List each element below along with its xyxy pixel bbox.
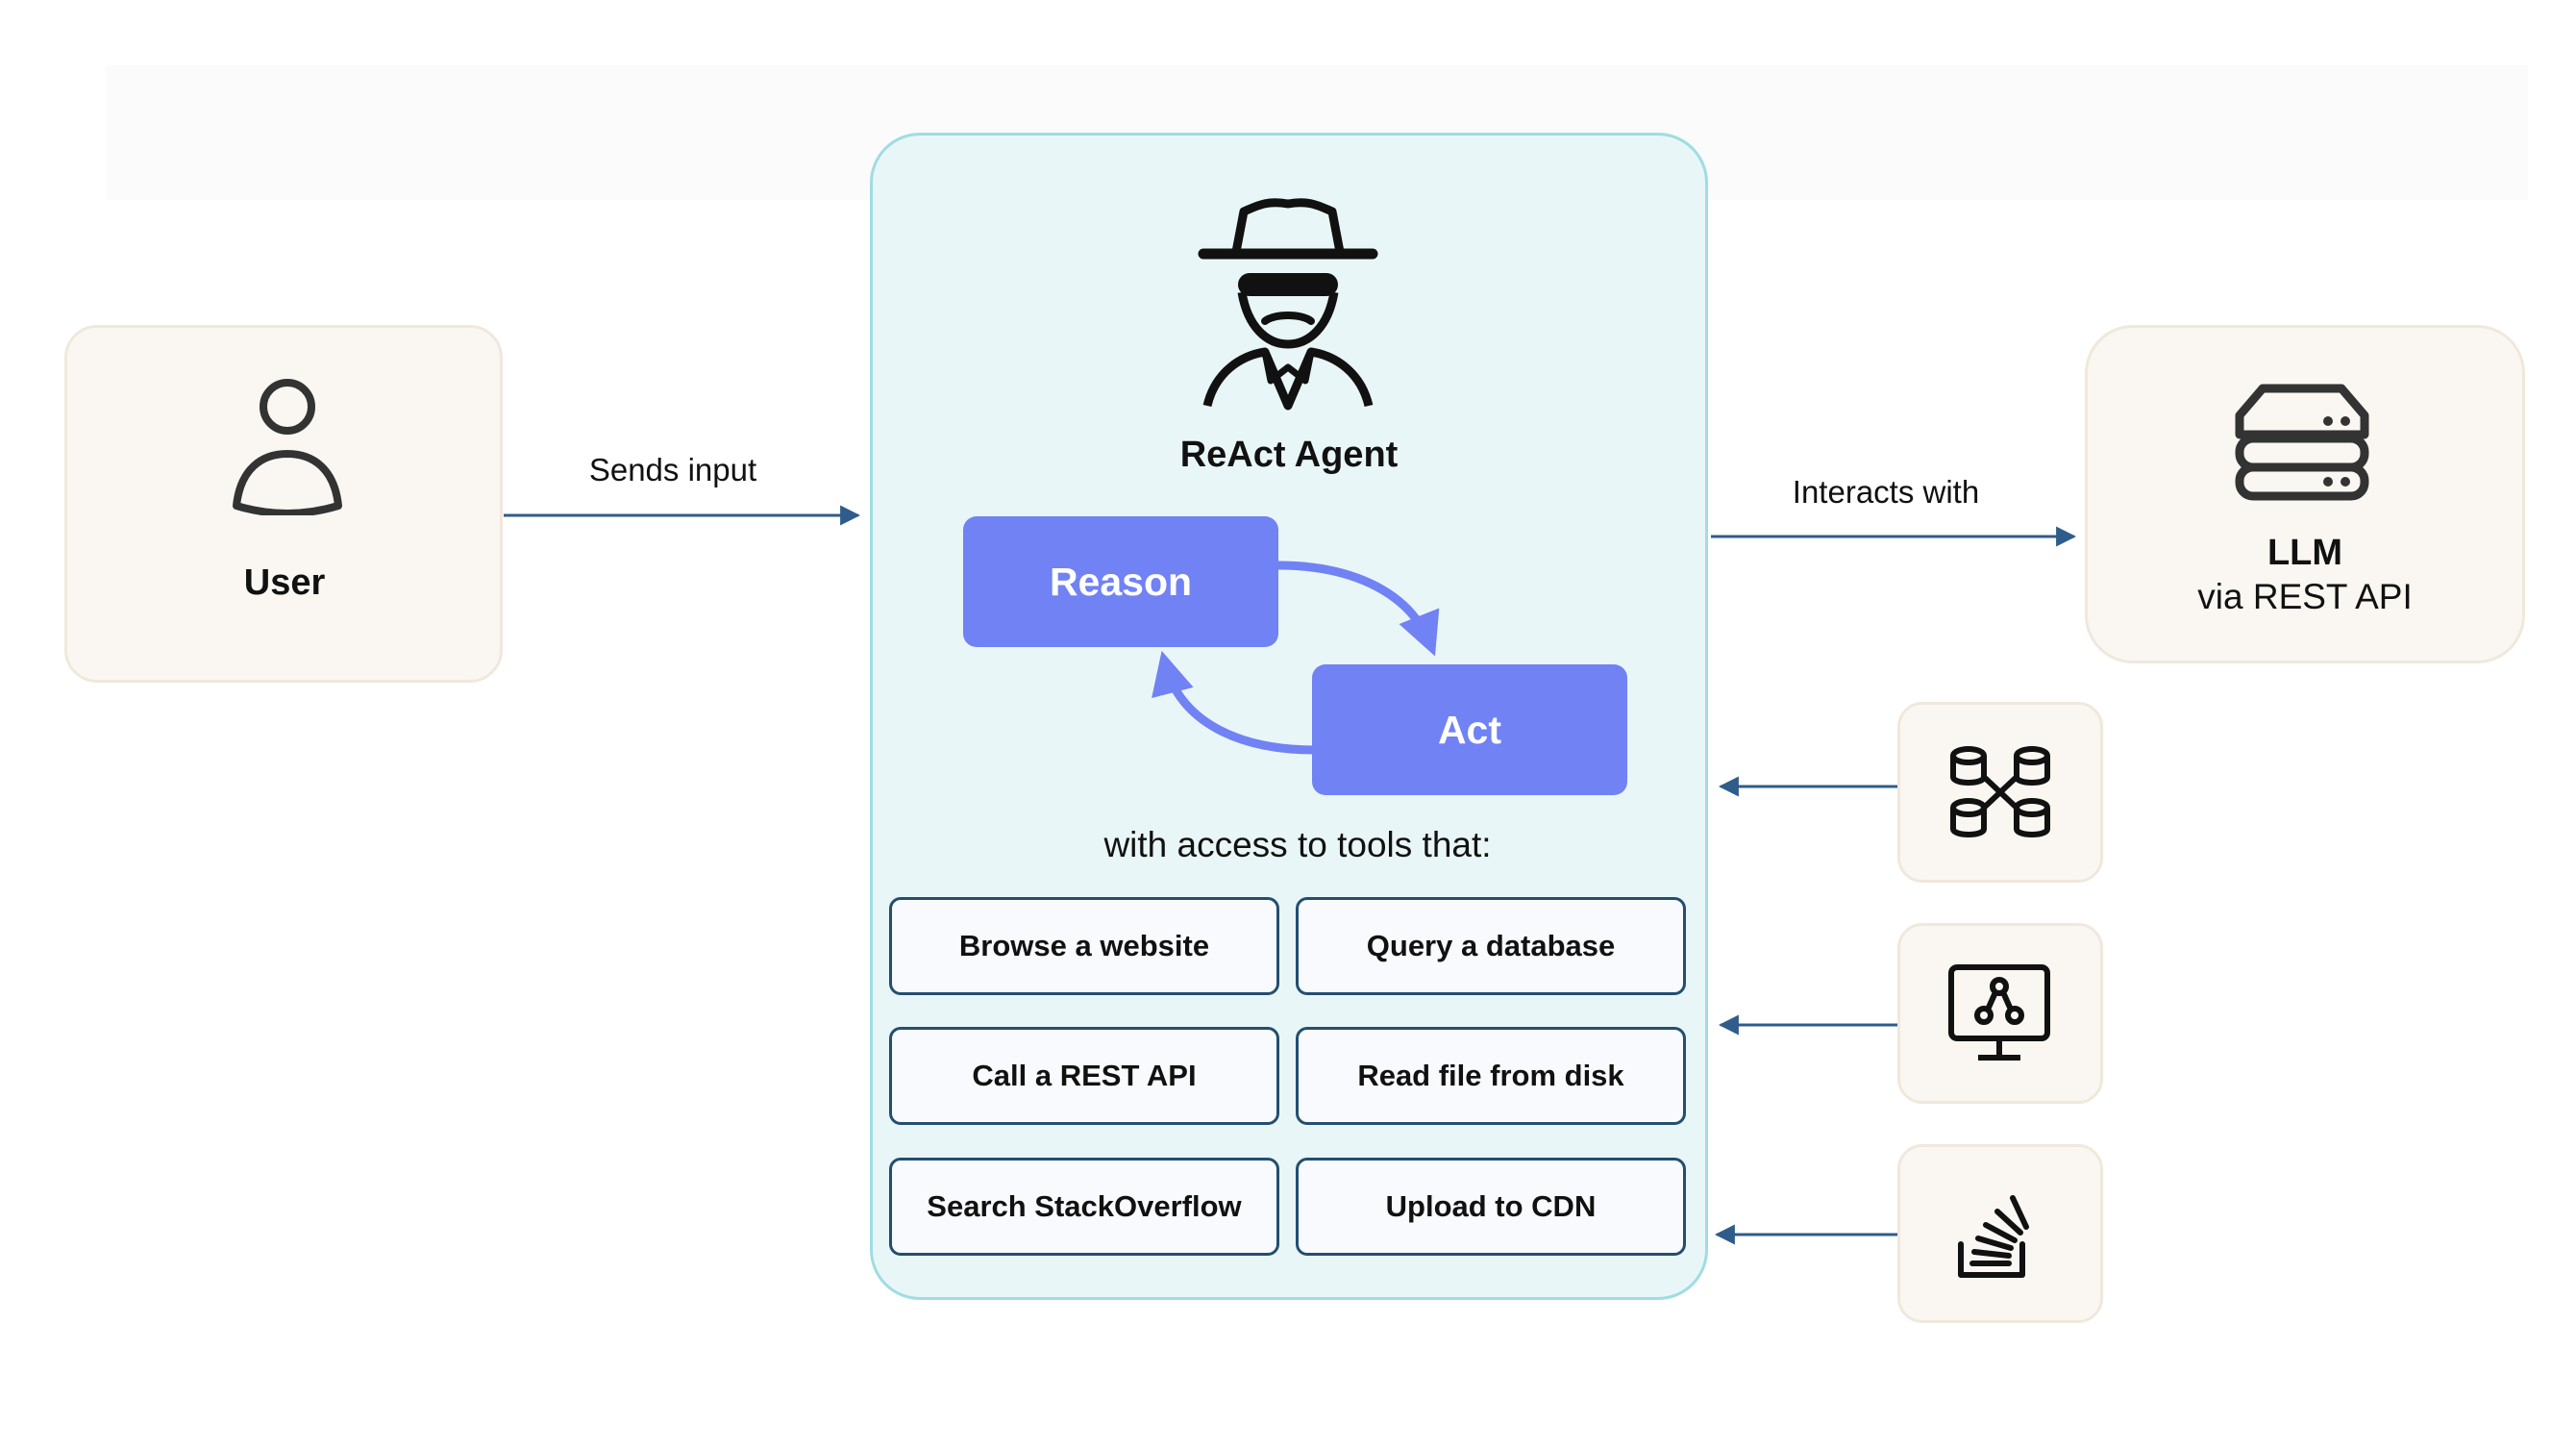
monitor-tool-card: [1897, 923, 2103, 1104]
tool-label: Query a database: [1366, 929, 1616, 962]
stackoverflow-icon: [1958, 1195, 2029, 1278]
reason-box: Reason: [963, 516, 1278, 647]
tools-caption: with access to tools that:: [1103, 825, 1492, 864]
tool-label: Upload to CDN: [1385, 1189, 1597, 1223]
monitor-network-icon: [1948, 964, 2050, 1061]
tool-label: Call a REST API: [972, 1059, 1197, 1092]
tool-label: Browse a website: [958, 929, 1210, 962]
tool-browse-website: Browse a website: [889, 897, 1279, 995]
llm-title: LLM: [2266, 533, 2343, 573]
user-icon: [233, 379, 342, 515]
llm-subtitle: via REST API: [2197, 577, 2413, 616]
tool-call-rest-api: Call a REST API: [889, 1027, 1279, 1125]
act-box: Act: [1312, 664, 1627, 795]
tool-read-file: Read file from disk: [1296, 1027, 1686, 1125]
tool-label: Search StackOverflow: [927, 1189, 1242, 1223]
act-label: Act: [1437, 707, 1502, 752]
agent-spy-icon: [1198, 198, 1378, 411]
tool-search-stackoverflow: Search StackOverflow: [889, 1158, 1279, 1256]
tool-label: Read file from disk: [1357, 1059, 1624, 1092]
edge-label-sends-input: Sends input: [588, 452, 757, 487]
reason-label: Reason: [1049, 559, 1193, 604]
database-network-icon: [1950, 746, 2050, 837]
agent-title: ReAct Agent: [1179, 435, 1399, 475]
tool-upload-cdn: Upload to CDN: [1296, 1158, 1686, 1256]
user-label: User: [243, 562, 326, 603]
server-icon: [2235, 384, 2369, 501]
tool-query-database: Query a database: [1296, 897, 1686, 995]
edge-label-interacts-with: Interacts with: [1792, 474, 1980, 510]
